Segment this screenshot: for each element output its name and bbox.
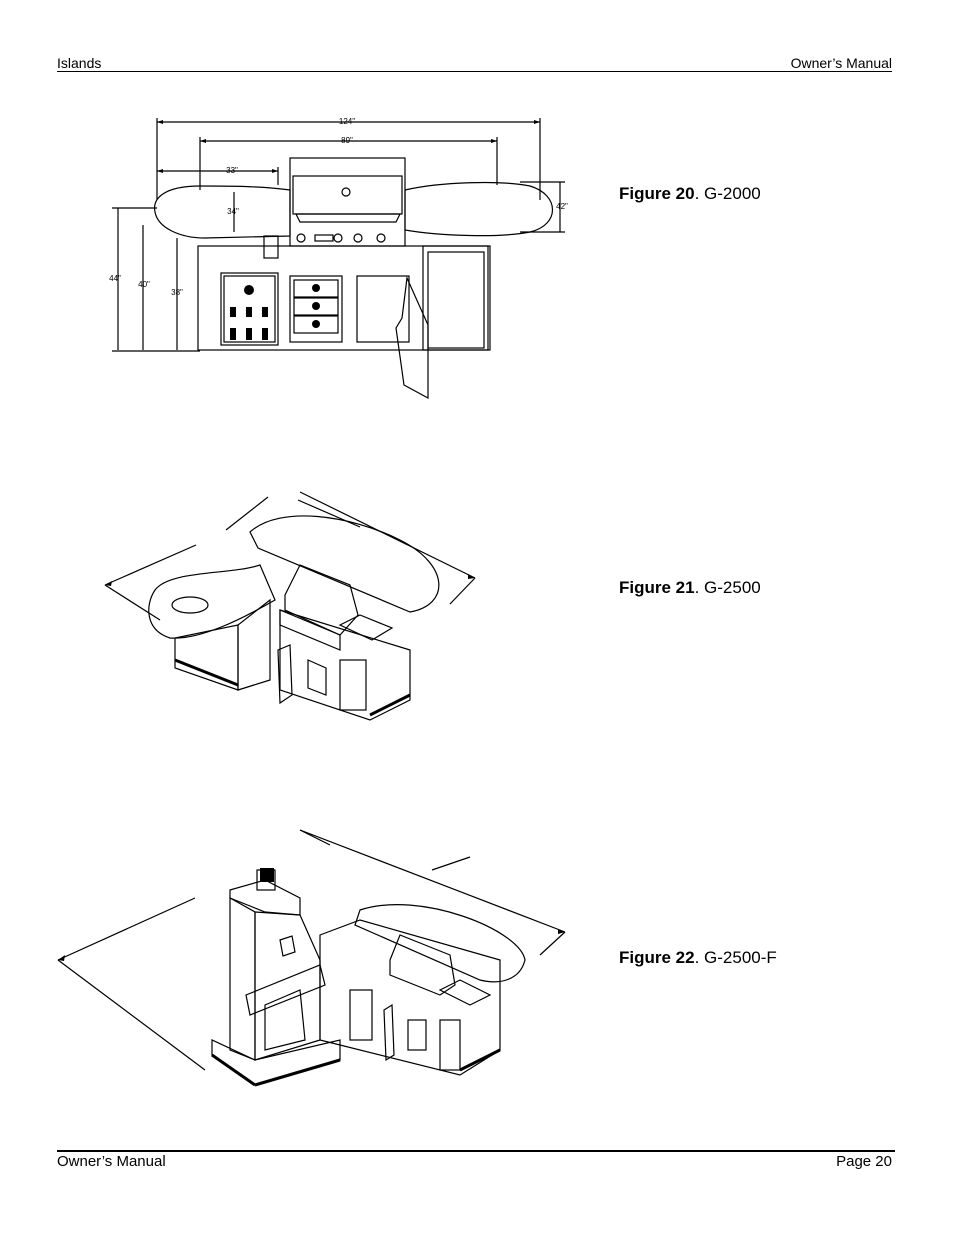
dim-bar-left: 33" bbox=[226, 166, 238, 175]
figure-20-label: Figure 20 bbox=[619, 184, 695, 203]
dim-height-40: 40" bbox=[138, 280, 150, 289]
figure-22-model: . G-2500-F bbox=[694, 948, 777, 967]
header-document-title: Owner’s Manual bbox=[790, 55, 892, 71]
footer-document-title: Owner’s Manual bbox=[57, 1153, 166, 1170]
figure-21-caption: Figure 21. G-2500 bbox=[619, 578, 761, 598]
dim-total-width: 124" bbox=[339, 117, 355, 126]
dim-height-44: 44" bbox=[109, 274, 121, 283]
dim-height-38: 38" bbox=[171, 288, 183, 297]
figure-22-label: Figure 22 bbox=[619, 948, 695, 967]
figure-21-model: . G-2500 bbox=[694, 578, 761, 597]
footer-page-number: Page 20 bbox=[836, 1153, 892, 1170]
figure-20-model: . G-2000 bbox=[694, 184, 761, 203]
dim-grill-width: 89" bbox=[341, 136, 353, 145]
figure-21-label: Figure 21 bbox=[619, 578, 695, 597]
figure-22-caption: Figure 22. G-2500-F bbox=[619, 948, 777, 968]
dim-bar-depth-right: 42" bbox=[556, 202, 568, 211]
dim-bar-depth-left: 34" bbox=[227, 207, 239, 216]
figure-20-caption: Figure 20. G-2000 bbox=[619, 184, 761, 204]
header-section-title: Islands bbox=[57, 55, 102, 71]
footer-rule bbox=[57, 1150, 895, 1152]
header-rule bbox=[57, 71, 892, 72]
